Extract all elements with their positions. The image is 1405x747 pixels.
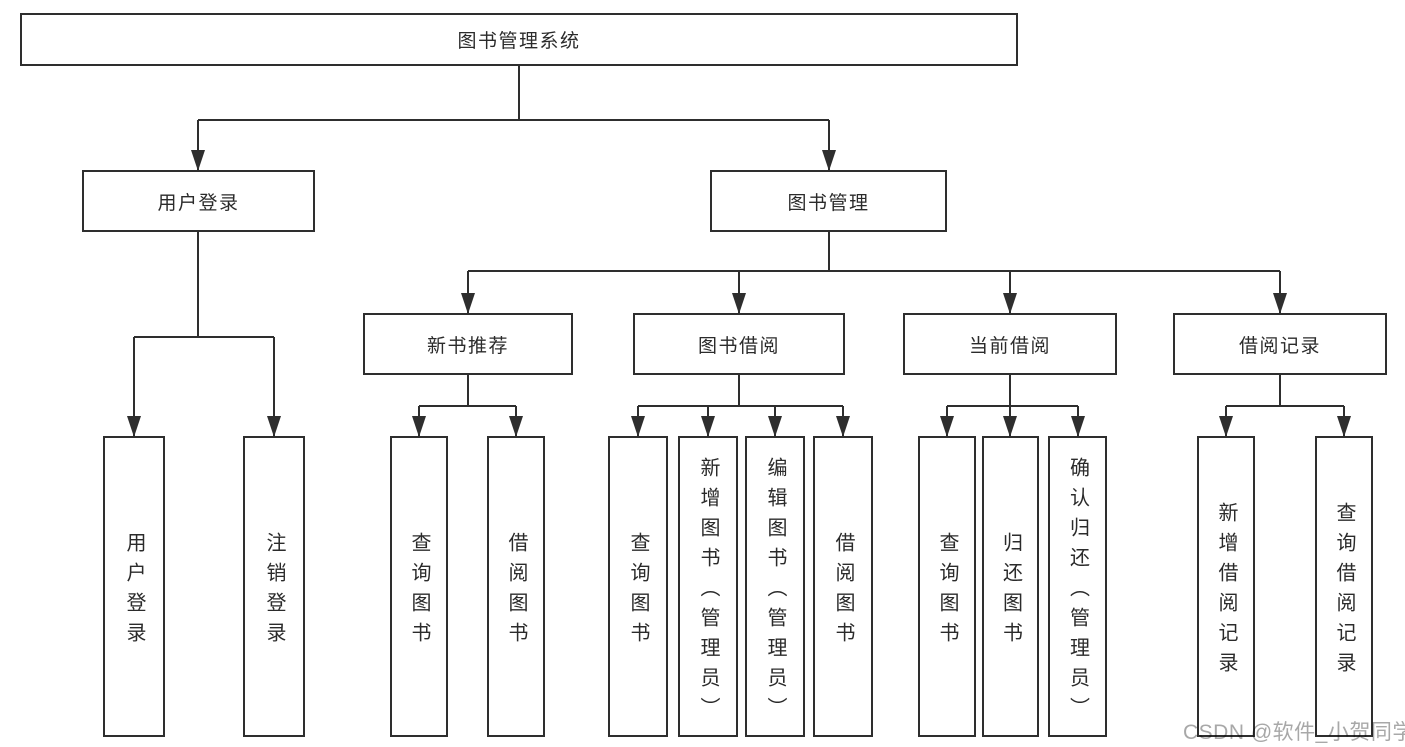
node-user-login: 用户登录 [82,170,315,232]
node-book-borrow-label: 图书借阅 [697,335,780,357]
leaf-query-books-recommend-label: 查询图书 [408,531,430,652]
leaf-add-borrow-record-label: 新增借阅记录 [1215,501,1237,682]
leaf-logout-label: 注销登录 [263,531,285,652]
node-root: 图书管理系统 [20,13,1018,66]
node-borrow-records: 借阅记录 [1173,313,1387,375]
leaf-add-book-admin-label: 新增图书（管理员） [697,456,719,727]
leaf-borrow-books-recommend: 借阅图书 [487,436,545,737]
leaf-query-books-borrow: 查询图书 [608,436,668,737]
leaf-borrow-books: 借阅图书 [813,436,873,737]
leaf-add-borrow-record: 新增借阅记录 [1197,436,1255,737]
leaf-query-borrow-record: 查询借阅记录 [1315,436,1373,737]
leaf-edit-book-admin: 编辑图书（管理员） [745,436,805,737]
leaf-query-books-recommend: 查询图书 [390,436,448,737]
node-borrow-records-label: 借阅记录 [1238,335,1321,357]
leaf-query-books-current: 查询图书 [918,436,976,737]
leaf-user-login: 用户登录 [103,436,165,737]
arrowheads [127,150,1351,437]
leaf-add-book-admin: 新增图书（管理员） [678,436,738,737]
leaf-query-books-current-label: 查询图书 [936,531,958,652]
leaf-confirm-return-admin-label: 确认归还（管理员） [1066,456,1089,727]
node-new-book-recommend-label: 新书推荐 [426,335,509,357]
node-new-book-recommend: 新书推荐 [363,313,573,375]
node-user-login-label: 用户登录 [157,192,240,214]
leaf-edit-book-admin-label: 编辑图书（管理员） [764,456,786,727]
node-current-borrow: 当前借阅 [903,313,1117,375]
node-book-management-label: 图书管理 [787,192,870,214]
leaf-return-books: 归还图书 [982,436,1039,737]
node-book-management: 图书管理 [710,170,947,232]
leaf-return-books-label: 归还图书 [999,531,1022,652]
node-current-borrow-label: 当前借阅 [968,335,1051,357]
leaf-user-login-label: 用户登录 [123,531,145,652]
node-root-label: 图书管理系统 [457,31,581,52]
leaf-logout: 注销登录 [243,436,305,737]
leaf-query-books-borrow-label: 查询图书 [627,531,649,652]
leaf-borrow-books-label: 借阅图书 [832,531,854,652]
node-book-borrow: 图书借阅 [633,313,845,375]
csdn-watermark: CSDN @软件_小贺同学 [1183,721,1405,744]
leaf-confirm-return-admin: 确认归还（管理员） [1048,436,1107,737]
leaf-borrow-books-recommend-label: 借阅图书 [505,531,527,652]
leaf-query-borrow-record-label: 查询借阅记录 [1333,501,1355,682]
